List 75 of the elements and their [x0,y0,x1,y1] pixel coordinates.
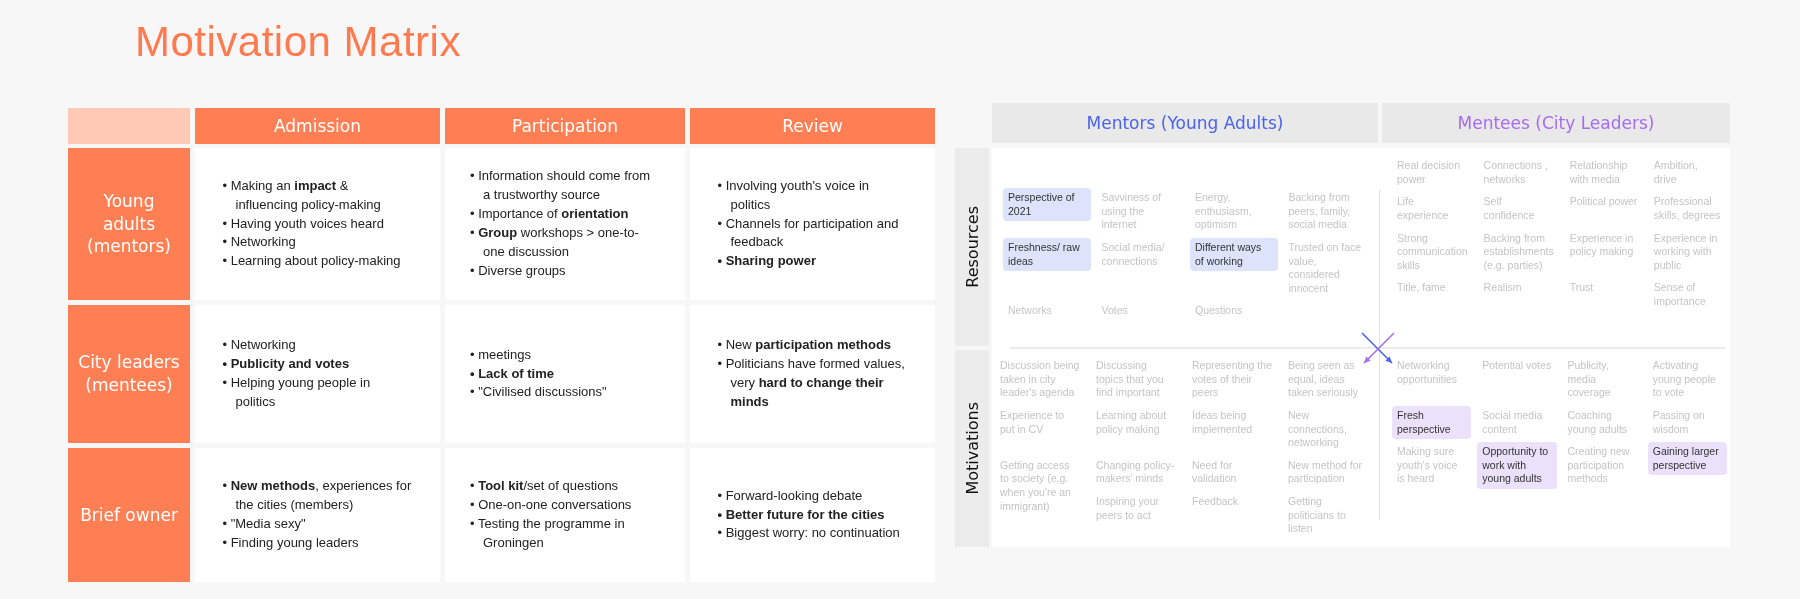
note-text: Relationship with media [1568,158,1629,187]
note-text: Feedback [1191,494,1240,510]
note-text: Life experience [1396,194,1450,223]
list-item: • Testing the programme in Groningen [470,515,626,552]
list-item: • Politicians have formed values, very hard to change their minds [717,355,906,411]
list-item: • "Media sexy" [222,515,307,533]
note-text: Publicity, media coverage [1566,358,1612,401]
row-header: Brief owner [79,503,179,527]
list-item: • Importance of orientation [470,205,630,224]
list-item: • Finding young leaders [222,533,360,552]
note-text: Title, fame [1396,280,1447,296]
note-text: New connections, networking [1287,407,1348,451]
note-text: Realism [1482,280,1523,296]
note-text: Creating new participation methods [1566,444,1631,487]
note-text: Questions [1194,303,1244,319]
note-text: Potential votes [1481,358,1553,373]
list-item: • New participation methods [717,336,893,355]
list-item: • Publicity and votes [222,355,351,374]
note-text: Social media/ connections [1100,239,1166,269]
note-text: Social media content [1481,407,1544,437]
list-item: • Networking [222,336,297,355]
list-item: • Learning about policy-making [222,252,402,271]
list-item: • Helping young people in politics [222,374,372,411]
note-text: Connections , networks [1482,158,1549,187]
list-item: • Tool kit/set of questions [470,477,620,496]
list-item: • Forward-looking debate [717,486,864,505]
column-header: Review [690,108,935,144]
list-item: • One-on-one conversations [470,496,633,515]
note-text: Need for validation [1191,457,1238,487]
column-header: Admission [195,108,440,144]
row-header: Young adults (mentors) [86,189,172,259]
note-text: Political power [1568,194,1639,210]
note-text: Being seen as equal, ideas taken seriously [1287,358,1360,401]
list-item: • Biggest worry: no continuation [717,524,901,543]
sticky-note: Gaining larger perspective [1647,442,1727,476]
note-text: Self confidence [1482,194,1536,223]
list-item: • meetings [470,345,532,364]
header-text: Mentees (City Leaders) [1457,113,1655,133]
sticky-note: Different ways of working [1190,237,1278,272]
row-header: City leaders (mentees) [77,351,181,397]
list-item: • New methods, experiences for the cities (members) [222,477,413,515]
note-text: Real decision power [1396,158,1462,187]
note-text: Energy, enthusiasm, optimism [1194,190,1253,233]
note-text: Votes [1100,303,1129,319]
list-item: • Making an impact & influencing policy-making [222,176,382,214]
note-text: Networking opportunities [1396,358,1459,387]
list-item: • Lack of time [470,364,556,383]
note-text: Trust [1568,280,1595,296]
header-text: Mentors (Young Adults) [1086,113,1284,133]
sticky-note: Opportunity to work with young adults [1477,442,1557,490]
note-text: Strong communication skills [1396,230,1469,273]
note-text: Ideas being implemented [1191,407,1254,437]
sticky-note: Freshness/ raw ideas [1003,237,1091,272]
list-item: • Networking [222,233,297,252]
note-text: Ambition, drive [1652,158,1699,187]
sticky-note: Fresh perspective [1392,405,1472,440]
list-item: • Group workshops > one-to-one discussion [470,224,640,261]
note-text: Getting politicians to listen [1287,494,1347,537]
list-item: • Better future for the cities [717,505,886,524]
section-label: Motivations [962,402,982,495]
list-item: • "Civilised discussions" [470,383,608,402]
note-text: Networks [1007,303,1053,319]
section-label: Resources [962,206,982,288]
note-text: Sense of importance [1652,280,1707,310]
list-item: • Sharing power [717,252,817,271]
list-item: • Diverse groups [470,261,567,280]
note-text: Trusted on face value, considered innocent [1287,239,1363,296]
list-item: • Involving youth's voice in politics [717,176,871,214]
note-text: Backing from peers, family, social media [1287,190,1352,233]
list-item: • Having youth voices heard [222,214,385,233]
page-title: Motivation Matrix [135,18,461,66]
sticky-note: Perspective of 2021 [1003,188,1091,222]
list-item: • Channels for participation and feedback [717,214,900,252]
note-text: Backing from establishments (e.g. parties) [1482,230,1555,273]
column-header: Participation [445,108,685,144]
